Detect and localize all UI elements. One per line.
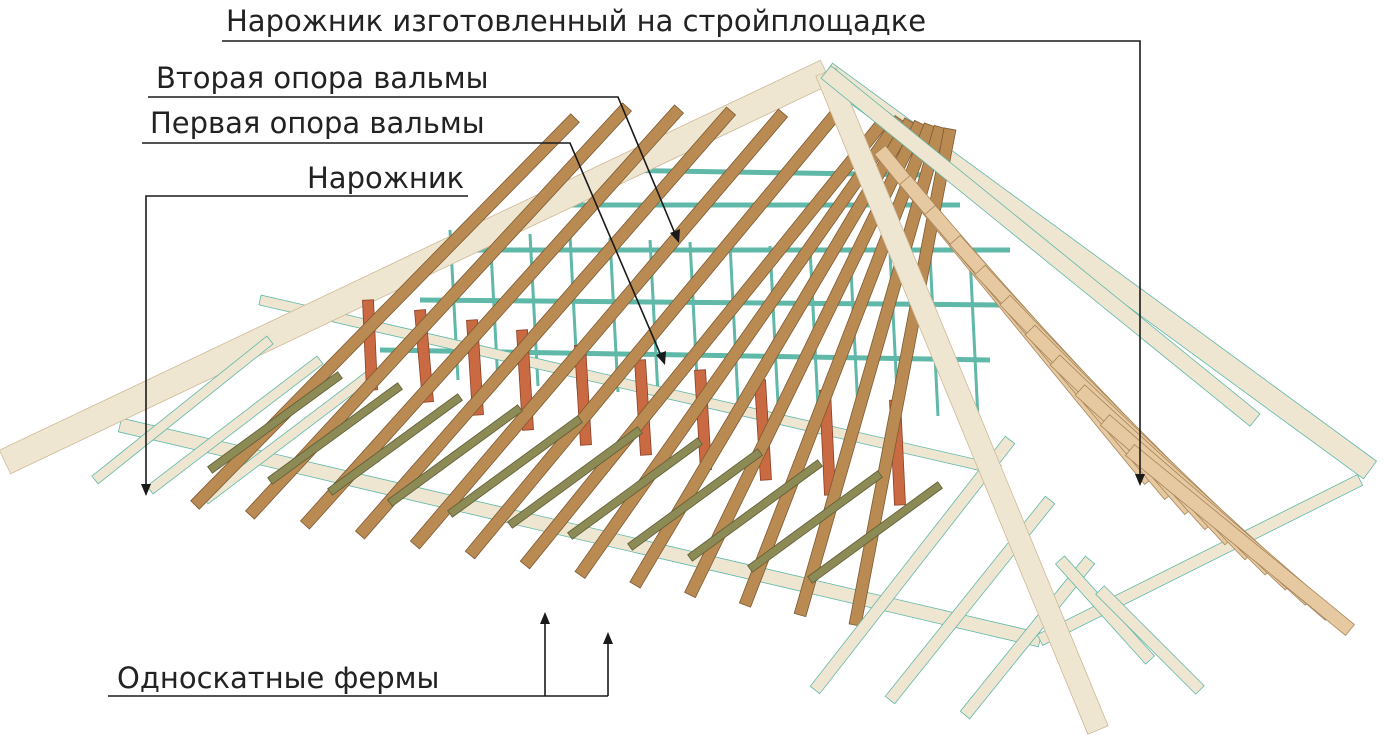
label-hip: Нарожник xyxy=(307,161,464,195)
arrowhead-second-support xyxy=(670,229,680,243)
leader-hip xyxy=(145,195,468,488)
diagonal-brace xyxy=(507,426,643,529)
jack-rafter-right xyxy=(1054,555,1156,665)
leader-first-support xyxy=(142,142,663,359)
jack-rafter-right xyxy=(809,435,1016,695)
labels: Нарожник изготовленный на стройплощадке … xyxy=(117,4,926,695)
diagonal-brace xyxy=(687,459,823,562)
diagonal-brace xyxy=(387,404,523,507)
diagonal-brace xyxy=(207,371,343,474)
frame-beam xyxy=(419,297,1001,308)
monopitch-rafter xyxy=(629,117,916,589)
arrowhead-first-support xyxy=(656,351,666,365)
jack-rafter-right xyxy=(1095,585,1205,695)
label-first-support: Первая опора вальмы xyxy=(150,106,485,140)
diagonal-brace xyxy=(807,481,943,584)
arrowhead-monopitch-b xyxy=(603,632,613,644)
monopitch-rafter xyxy=(354,106,737,540)
arrowhead-site-hip xyxy=(1135,474,1145,486)
diagonal-brace xyxy=(567,437,703,540)
diagonal-brace xyxy=(627,448,763,551)
monopitch-rafter xyxy=(245,102,632,520)
diagonal-brace xyxy=(327,393,463,496)
diagonal-brace xyxy=(267,382,403,485)
leader-site-hip xyxy=(222,40,1141,478)
label-site-hip: Нарожник изготовленный на стройплощадке xyxy=(226,4,926,38)
label-monopitch: Односкатные фермы xyxy=(117,661,439,695)
frame-strut xyxy=(728,243,740,402)
hip-side-rafter xyxy=(1125,444,1355,636)
diagonal-brace xyxy=(447,415,583,518)
monopitch-rafter xyxy=(574,114,906,580)
monopitch-rafter xyxy=(684,119,926,599)
second-hip-rafter xyxy=(820,65,1261,427)
frame-strut xyxy=(968,255,980,420)
leader-lines xyxy=(108,40,1145,697)
diagonal-brace xyxy=(747,470,883,573)
monopitch-rafter xyxy=(299,104,685,530)
arrowhead-hip xyxy=(141,484,151,496)
leader-second-support xyxy=(148,96,677,237)
arrowhead-monopitch-a xyxy=(540,612,550,624)
monopitch-rafter xyxy=(409,108,789,550)
jack-rafter-right xyxy=(884,495,1056,705)
jack-rafter-left xyxy=(91,335,274,485)
roof-structure xyxy=(0,59,1378,735)
frame-strut xyxy=(768,245,780,405)
label-second-support: Вторая опора вальмы xyxy=(156,61,488,95)
